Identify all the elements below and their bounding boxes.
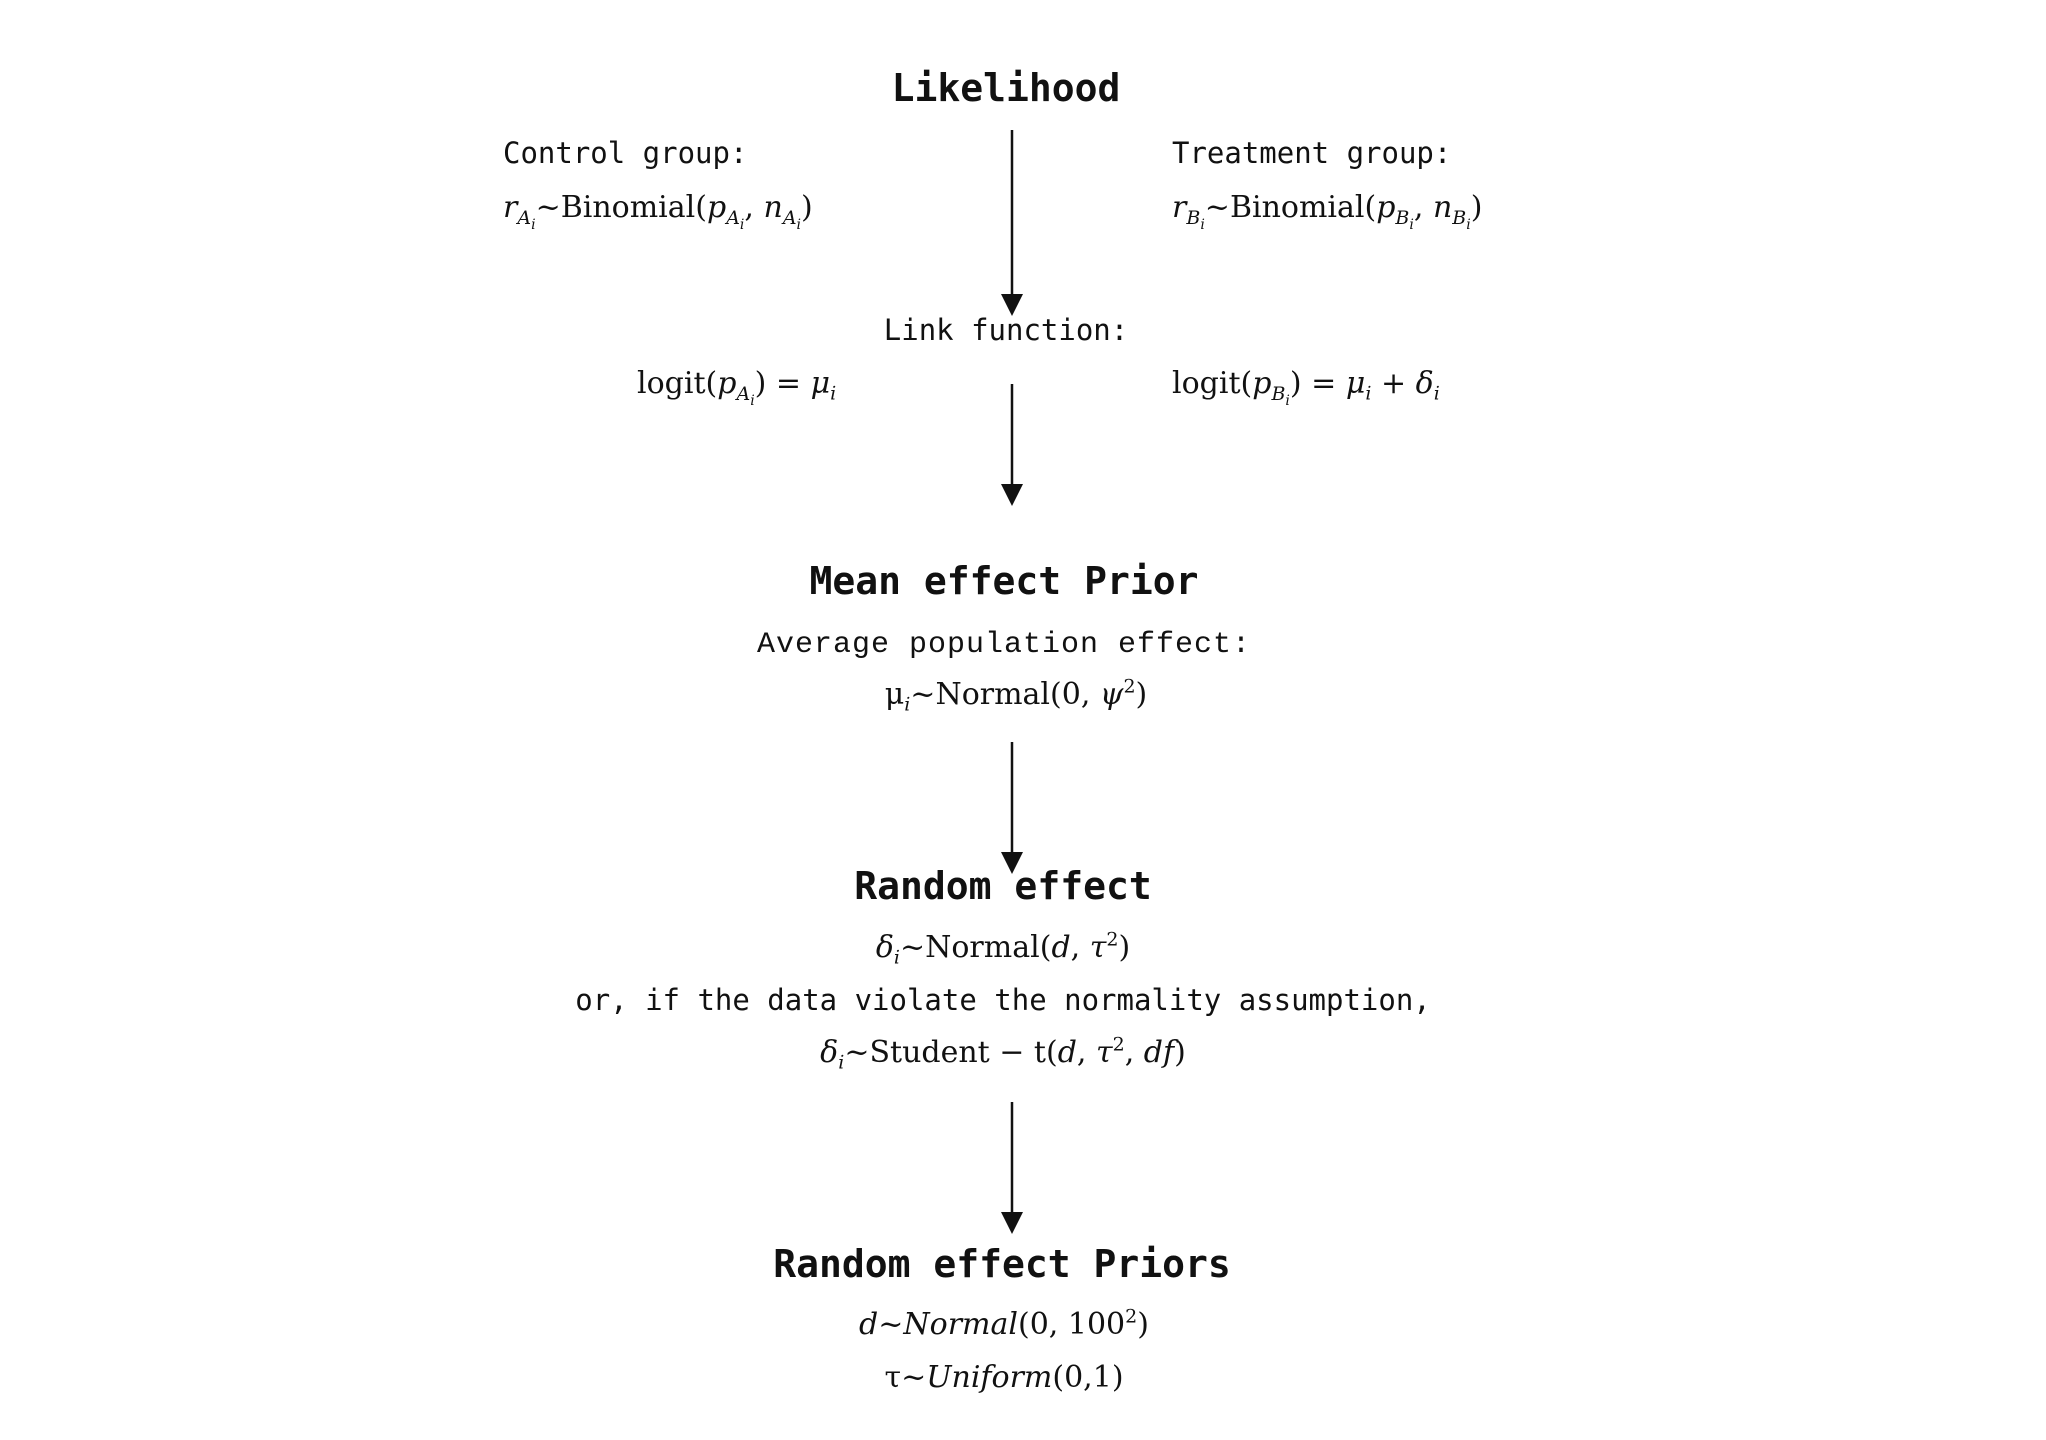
random-effect-student-formula: δi~Student − t(d, τ2, df) xyxy=(820,1033,1186,1074)
mean-effect-prior-heading: Mean effect Prior xyxy=(809,559,1199,603)
treatment-group-formula: rBi~Binomial(pBi, nBi) xyxy=(1172,190,1483,233)
link-function-control: logit(pAi) = μi xyxy=(637,366,837,409)
arrow-random-effect-to-priors xyxy=(1001,1102,1023,1234)
link-function-treatment: logit(pBi) = μi + δi xyxy=(1172,366,1440,409)
random-effect-normal-formula: δi~Normal(d, τ2) xyxy=(875,928,1131,969)
prior-tau-formula: τ~Uniform(0,1) xyxy=(884,1360,1124,1395)
treatment-group-label: Treatment group: xyxy=(1172,136,1452,170)
control-group-label: Control group: xyxy=(503,136,748,170)
mean-effect-formula: μi~Normal(0, ψ2) xyxy=(884,675,1148,716)
control-group-formula: rAi~Binomial(pAi, nAi) xyxy=(503,190,813,233)
normality-note: or, if the data violate the normality as… xyxy=(575,983,1431,1017)
arrow-mean-prior-to-random-effect xyxy=(1001,742,1023,874)
random-effect-priors-heading: Random effect Priors xyxy=(773,1242,1231,1286)
random-effect-heading: Random effect xyxy=(854,864,1152,908)
arrow-link-to-mean-prior xyxy=(1001,384,1023,506)
likelihood-heading: Likelihood xyxy=(891,66,1121,110)
prior-d-formula: d~Normal(0, 1002) xyxy=(859,1305,1149,1342)
link-function-label: Link function: xyxy=(883,313,1129,347)
average-population-effect-label: Average population effect: xyxy=(756,628,1252,662)
arrow-likelihood-to-link xyxy=(1001,130,1023,316)
